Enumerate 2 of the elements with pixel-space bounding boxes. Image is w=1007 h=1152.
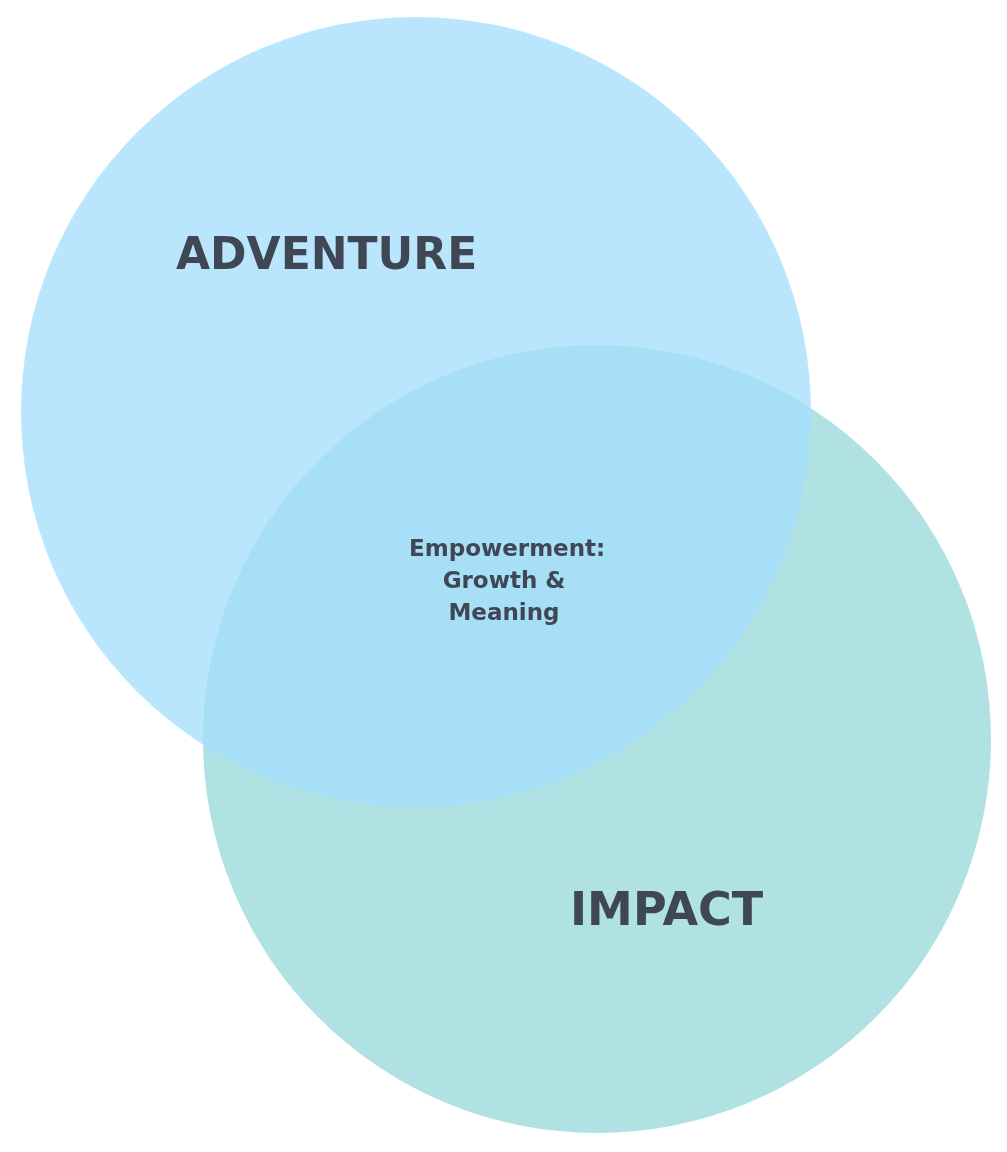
set-label: ADVENTURE bbox=[176, 228, 478, 279]
set-label: IMPACT bbox=[570, 882, 764, 936]
